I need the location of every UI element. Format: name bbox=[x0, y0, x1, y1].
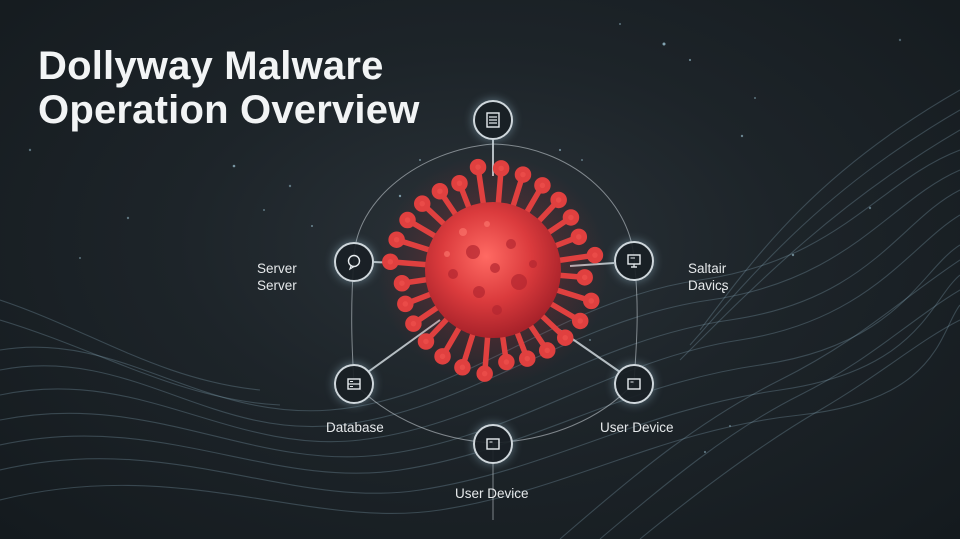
virus-spike-tip bbox=[583, 292, 600, 310]
virus-spike-tip bbox=[498, 353, 515, 371]
label-server-line-2: Server bbox=[257, 278, 297, 293]
virus-spike-tip bbox=[382, 253, 399, 271]
virus-spike-tip bbox=[576, 269, 593, 286]
monitor-icon bbox=[627, 254, 641, 268]
wave-lines bbox=[0, 89, 960, 539]
chat-bubble-icon bbox=[347, 254, 361, 271]
diagram-title: Dollyway Malware Operation Overview bbox=[38, 44, 420, 132]
virus-spike-tip bbox=[571, 312, 589, 330]
title-line-2: Operation Overview bbox=[38, 88, 420, 132]
device-screen-icon bbox=[486, 438, 500, 450]
virus-spike-tip bbox=[434, 348, 451, 365]
label-saltair-line-2: Davicʂ bbox=[688, 278, 729, 293]
label-saltair-line-1: Saltair bbox=[688, 261, 727, 276]
node-user-device-bottom[interactable] bbox=[473, 424, 513, 464]
virus-spike-tip bbox=[469, 158, 487, 176]
database-icon bbox=[347, 378, 361, 390]
title-line-1: Dollyway Malware bbox=[38, 44, 384, 88]
label-server: Server Server bbox=[257, 260, 297, 294]
node-server[interactable] bbox=[334, 242, 374, 282]
virus-spike-tip bbox=[492, 160, 510, 177]
label-server-line-1: Server bbox=[257, 261, 297, 276]
node-database[interactable] bbox=[334, 364, 374, 404]
virus-spike-tip bbox=[454, 359, 471, 376]
virus-spike-tip bbox=[518, 350, 536, 367]
virus-spike-tip bbox=[514, 166, 532, 183]
label-user-device-right: User Device bbox=[600, 420, 674, 435]
server-rack-icon bbox=[486, 112, 500, 128]
virus-spike-tip bbox=[413, 195, 431, 212]
virus-spike-tip bbox=[476, 365, 493, 382]
virus-spike-tip bbox=[556, 329, 574, 346]
virus-spike-tip bbox=[538, 342, 556, 359]
device-screen-icon bbox=[627, 378, 641, 390]
label-database: Database bbox=[326, 420, 384, 435]
virus-spike-tip bbox=[586, 246, 604, 264]
node-user-device-right[interactable] bbox=[614, 364, 654, 404]
virus-spike-tip bbox=[431, 182, 449, 200]
virus-illustration bbox=[378, 155, 608, 385]
virus-spike-tip bbox=[451, 175, 468, 192]
virus-spike-tip bbox=[534, 177, 551, 194]
virus-spike-tip bbox=[562, 209, 580, 226]
virus-spike-tip bbox=[388, 231, 405, 248]
virus-spike-tip bbox=[397, 295, 414, 313]
virus-spike-tip bbox=[405, 315, 422, 332]
virus-spike-tip bbox=[570, 228, 588, 246]
label-user-device-bottom: User Device bbox=[455, 486, 529, 501]
virus-spike-tip bbox=[550, 191, 567, 209]
node-top[interactable] bbox=[473, 100, 513, 140]
virus-spike-tip bbox=[393, 274, 411, 292]
label-saltair: Saltair Davicʂ bbox=[688, 260, 729, 294]
virus-spike-tip bbox=[399, 211, 416, 229]
node-saltair[interactable] bbox=[614, 241, 654, 281]
virus-spike-tip bbox=[417, 333, 435, 350]
